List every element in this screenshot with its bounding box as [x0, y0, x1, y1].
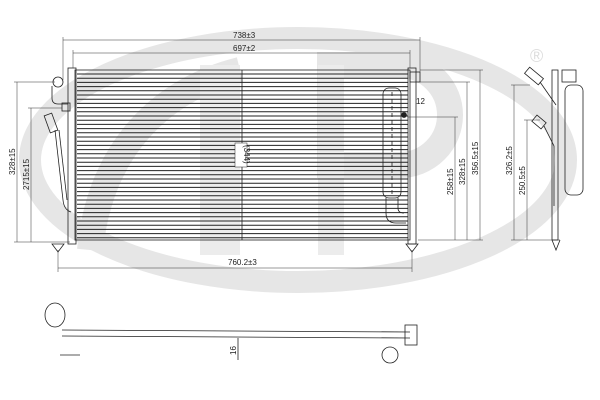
core-fins — [77, 73, 408, 239]
dim-right-h1: 258±15 — [446, 168, 455, 195]
dim-side-h2: 250.5±5 — [518, 166, 527, 195]
dimension-lines — [14, 37, 560, 272]
dim-side-h1: 326.2±5 — [505, 146, 514, 175]
condenser-core — [67, 67, 417, 245]
watermark-logo — [19, 27, 577, 293]
dim-fitting-offset: 12 — [416, 97, 425, 106]
dim-left-height: 328±15 — [8, 148, 17, 175]
dim-right-h3: 356.5±15 — [471, 141, 480, 175]
dim-overall-width: 738±3 — [233, 31, 256, 40]
dim-bottom-width: 760.2±3 — [228, 258, 257, 267]
registered-mark: ® — [530, 46, 543, 66]
dim-right-h2: 328±15 — [458, 158, 467, 185]
left-pipes — [43, 76, 72, 253]
bottom-view — [44, 302, 418, 364]
receiver-drier — [382, 71, 421, 253]
dim-bottom-depth: 16 — [229, 346, 238, 355]
dim-core-center: (344) — [242, 145, 251, 164]
dimension-labels: 738±3 697±2 (344) 760.2±3 328±15 2715±15… — [8, 31, 527, 355]
dim-left-inner-height: 2715±15 — [22, 158, 31, 190]
dim-core-width: 697±2 — [233, 44, 256, 53]
side-view — [523, 66, 584, 252]
